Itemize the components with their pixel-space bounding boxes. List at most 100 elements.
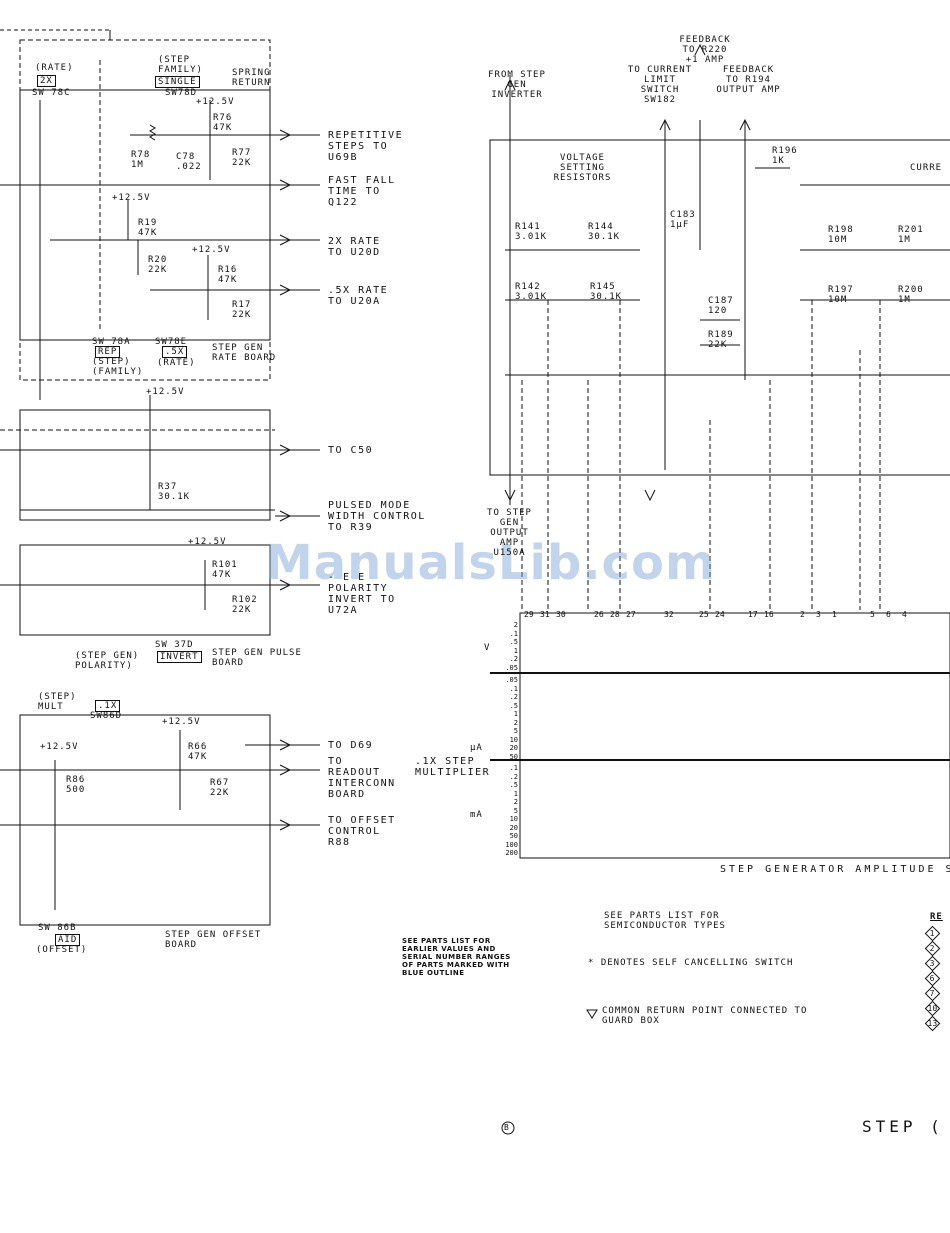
supply-label: +12.5V: [40, 742, 79, 752]
table-row-label: 2: [513, 798, 518, 806]
r86-label: R86 500: [66, 775, 86, 795]
table-col-header: 28: [610, 610, 620, 619]
table-row-label: .2: [509, 655, 518, 663]
sw86b-label: SW 86B: [38, 923, 77, 933]
r144-label: R144 30.1K: [588, 222, 621, 242]
c187-label: C187 120: [708, 296, 734, 316]
table-row-label: .5: [509, 781, 518, 789]
r17-label: R17 22K: [232, 300, 252, 320]
table-col-header: 16: [764, 610, 774, 619]
r16-label: R16 47K: [218, 265, 238, 285]
table-row-label: 50: [509, 832, 518, 840]
r101-label: R101 47K: [212, 560, 238, 580]
rate-board-label: STEP GEN RATE BOARD: [212, 343, 277, 363]
table-col-header: 1: [832, 610, 837, 619]
table-title: STEP GENERATOR AMPLITUDE S: [720, 864, 950, 875]
note-parts-list: SEE PARTS LIST FOR SEMICONDUCTOR TYPES: [604, 911, 726, 931]
r67-label: R67 22K: [210, 778, 230, 798]
supply-label: +12.5V: [196, 97, 235, 107]
to-step-gen-output: TO STEP GEN OUTPUT AMP U150A: [487, 508, 532, 558]
c183-label: C183 1μF: [670, 210, 696, 230]
table-row-label: .05: [505, 676, 518, 684]
r37-label: R37 30.1K: [158, 482, 191, 502]
supply-label: +12.5V: [192, 245, 231, 255]
ua-label: μA: [470, 743, 483, 753]
table-row-label: 10: [509, 815, 518, 823]
r196-label: R196 1K: [772, 146, 798, 166]
step-family-bottom: (STEP) (FAMILY): [92, 357, 144, 377]
step-family-label: (STEP FAMILY): [158, 55, 203, 75]
table-row-label: 100: [505, 840, 518, 849]
table-col-header: 27: [626, 610, 636, 619]
rate-label: (RATE): [35, 63, 74, 73]
pulse-board-label: STEP GEN PULSE BOARD: [212, 648, 302, 668]
table-row-label: 5: [513, 727, 518, 735]
aid-box: AID: [55, 934, 81, 946]
r200-label: R200 1M: [898, 285, 924, 305]
supply-label: +12.5V: [146, 387, 185, 397]
step-title: STEP (: [862, 1117, 944, 1136]
feedback-r194: FEEDBACK TO R194 OUTPUT AMP: [716, 65, 781, 95]
table-row-label: 1: [513, 646, 518, 655]
rep-box: REP: [95, 346, 121, 358]
table-row-label: 50: [509, 752, 518, 761]
table-row-label: .5: [509, 638, 518, 646]
table-row-label: .1: [509, 629, 518, 638]
supply-label: +12.5V: [112, 193, 151, 203]
output-5x-rate: .5X RATE TO U20A: [328, 285, 389, 307]
output-to-d69: TO D69: [328, 740, 374, 751]
x1-box: .1X: [95, 700, 121, 712]
table-row-label: 2: [513, 621, 518, 629]
table-row-label: .1: [509, 764, 518, 772]
table-col-header: 26: [594, 610, 604, 619]
r19-label: R19 47K: [138, 218, 158, 238]
single-box: SINGLE: [155, 76, 200, 88]
table-row-label: .5: [509, 701, 518, 710]
r198-label: R198 10M: [828, 225, 854, 245]
page-mark: B: [504, 1123, 510, 1132]
from-step-gen: FROM STEP GEN INVERTER: [488, 70, 546, 100]
r142-label: R142 3.01K: [515, 282, 548, 302]
table-col-header: 25: [699, 610, 709, 619]
table-col-header: 3: [816, 610, 821, 619]
table-row-label: .2: [509, 693, 518, 701]
table-col-header: 6: [886, 610, 891, 619]
table-row-label: .1: [509, 684, 518, 693]
current-label: CURRE: [910, 163, 943, 173]
table-col-header: 32: [664, 610, 674, 619]
ma-label: mA: [470, 810, 483, 820]
table-row-label: 5: [513, 806, 518, 815]
table-row-label: 1: [513, 789, 518, 798]
sw78e-label: SW78E: [155, 337, 188, 347]
feedback-r220: FEEDBACK TO R220 +1 AMP: [679, 35, 731, 65]
table-col-header: 24: [715, 610, 725, 619]
table-col-header: 30: [556, 610, 566, 619]
r145-label: R145 30.1K: [590, 282, 623, 302]
r201-label: R201 1M: [898, 225, 924, 245]
table-row-label: 10: [509, 735, 518, 744]
r78-label: R78 1M: [131, 150, 151, 170]
table-row-label: 1: [513, 710, 518, 718]
v-label: V: [484, 643, 491, 653]
sw78d-label: SW78D: [165, 88, 198, 98]
r102-label: R102 22K: [232, 595, 258, 615]
r77-label: R77 22K: [232, 148, 252, 168]
rate-5x-box: .5X: [162, 346, 188, 358]
table-col-header: 29: [524, 610, 534, 619]
r66-label: R66 47K: [188, 742, 208, 762]
note-earlier-values: SEE PARTS LIST FOR EARLIER VALUES AND SE…: [402, 937, 511, 977]
supply-label: +12.5V: [162, 717, 201, 727]
output-polarity-invert: - E E POLARITY INVERT TO U72A: [328, 572, 396, 616]
offset-label: (OFFSET): [36, 945, 88, 955]
sw86d-label: SW86D: [90, 711, 123, 721]
r20-label: R20 22K: [148, 255, 168, 275]
note-self-cancelling: * DENOTES SELF CANCELLING SWITCH: [588, 958, 794, 968]
invert-box: INVERT: [157, 651, 202, 663]
sw37d-label: SW 37D: [155, 640, 194, 650]
table-col-header: 5: [870, 610, 875, 619]
table-row-label: .05: [505, 663, 518, 672]
table-col-header: 17: [748, 610, 758, 619]
output-pulsed-mode: PULSED MODE WIDTH CONTROL TO R39: [328, 500, 426, 533]
output-offset-control: TO OFFSET CONTROL R88: [328, 815, 396, 848]
